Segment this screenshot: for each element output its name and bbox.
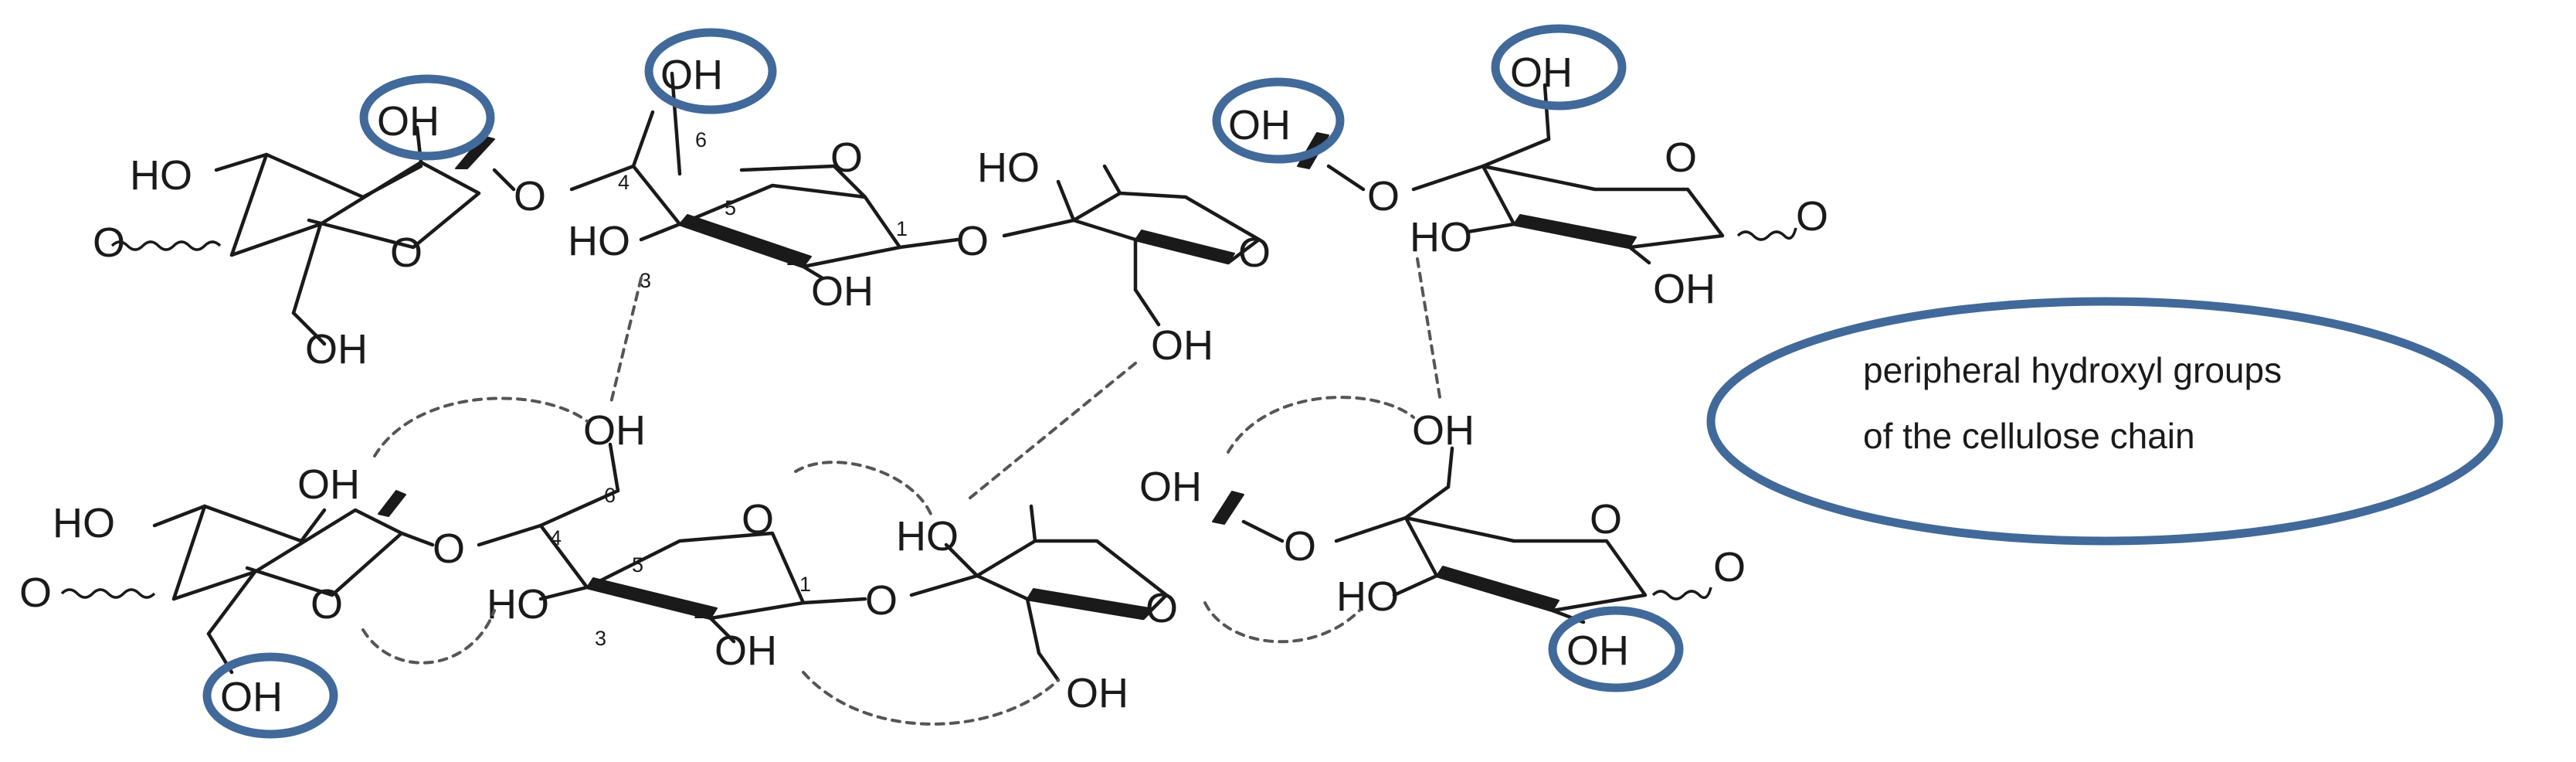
- hydrogen-bonds: [361, 257, 1442, 726]
- top-oh-highlighted-4: OH: [1510, 49, 1573, 96]
- bottom-ho-1: HO: [53, 500, 115, 546]
- bottom-num-6: 6: [604, 484, 616, 507]
- highlight-ring-3: [1212, 77, 1345, 164]
- top-o-end-right: O: [1796, 193, 1828, 240]
- bottom-ho-3: HO: [896, 513, 959, 560]
- top-ring-o-2: O: [830, 134, 863, 181]
- bottom-oh-2: OH: [583, 407, 646, 454]
- callout-line-2: of the cellulose chain: [1863, 416, 2195, 456]
- top-ring-3: [1002, 132, 1366, 327]
- top-ring-o-4: O: [1665, 134, 1697, 181]
- top-oh-2: OH: [811, 268, 874, 315]
- top-ho-4: HO: [1410, 214, 1472, 260]
- bottom-ring-o-4: O: [1590, 496, 1622, 543]
- callout-line-1: peripheral hydroxyl groups: [1863, 350, 2282, 390]
- top-ho-3: HO: [977, 145, 1040, 191]
- bottom-oh-4: OH: [1139, 464, 1202, 510]
- bottom-o-end-left: O: [19, 570, 52, 616]
- bottom-oh-6: OH: [1412, 407, 1475, 454]
- highlight-ring-1: [359, 74, 495, 161]
- top-ring-o-3: O: [1238, 230, 1271, 276]
- top-ho-2: HO: [568, 218, 630, 264]
- bottom-oh-3: OH: [714, 628, 777, 674]
- top-ring-o-1: O: [390, 230, 423, 276]
- top-chain: HO O OH O OH O OH O HO OH O HO OH O OH O…: [93, 49, 1828, 372]
- bottom-link-o-1: O: [433, 526, 465, 572]
- top-o-end-left: O: [93, 219, 125, 266]
- top-num-3: 3: [640, 269, 651, 292]
- top-link-o-2: O: [956, 218, 989, 264]
- top-link-o-3: O: [1367, 173, 1400, 219]
- bottom-num-4: 4: [550, 526, 562, 549]
- highlight-ring-5: [202, 652, 338, 739]
- bottom-num-3: 3: [595, 627, 606, 650]
- bottom-oh-1: OH: [297, 461, 360, 508]
- bottom-link-o-3: O: [1284, 523, 1316, 570]
- top-oh-1: OH: [305, 326, 368, 372]
- top-oh-4: OH: [1653, 266, 1716, 312]
- bottom-oh-5: OH: [1066, 670, 1128, 716]
- top-ho-1: HO: [130, 152, 192, 199]
- bottom-ring-o-1: O: [311, 581, 343, 628]
- top-num-5: 5: [725, 196, 736, 219]
- bottom-link-o-2: O: [865, 577, 898, 624]
- bottom-num-1: 1: [799, 573, 811, 596]
- top-num-6: 6: [695, 128, 707, 151]
- bottom-ho-4: HO: [1336, 573, 1399, 620]
- bottom-oh-highlighted-2: OH: [1566, 628, 1629, 674]
- callout: peripheral hydroxyl groups of the cellul…: [1706, 297, 2503, 546]
- top-oh-highlighted-3: OH: [1228, 102, 1291, 148]
- top-link-o-1: O: [514, 173, 546, 219]
- bottom-oh-highlighted-1: OH: [220, 674, 283, 720]
- bottom-chain: HO O OH O OH O OH O HO OH O HO OH O OH O…: [19, 407, 1746, 720]
- bottom-num-5: 5: [632, 553, 643, 577]
- highlight-ring-2: [644, 28, 777, 114]
- highlights: [202, 24, 1684, 739]
- top-num-4: 4: [618, 171, 630, 194]
- top-num-1: 1: [896, 217, 908, 240]
- bottom-ring-o-3: O: [1145, 585, 1178, 631]
- highlight-ring-4: [1491, 24, 1627, 111]
- callout-ellipse: [1706, 297, 2503, 546]
- bottom-ho-2: HO: [487, 581, 549, 628]
- top-ring-2: [569, 71, 960, 281]
- top-oh-3: OH: [1151, 322, 1213, 369]
- top-num-2: 2: [786, 247, 798, 270]
- top-oh-highlighted-1: OH: [377, 98, 440, 145]
- bottom-ring-4: [1334, 446, 1712, 624]
- highlight-ring-6: [1548, 606, 1684, 692]
- bottom-o-end-right: O: [1713, 544, 1746, 590]
- bottom-num-2: 2: [694, 600, 705, 623]
- bottom-ring-3: [909, 491, 1285, 682]
- top-ring-4: [1411, 83, 1797, 265]
- bottom-ring-o-2: O: [742, 496, 774, 543]
- bottom-ring-1: [60, 490, 435, 675]
- top-oh-highlighted-2: OH: [660, 52, 723, 98]
- bottom-ring-2: [477, 442, 867, 644]
